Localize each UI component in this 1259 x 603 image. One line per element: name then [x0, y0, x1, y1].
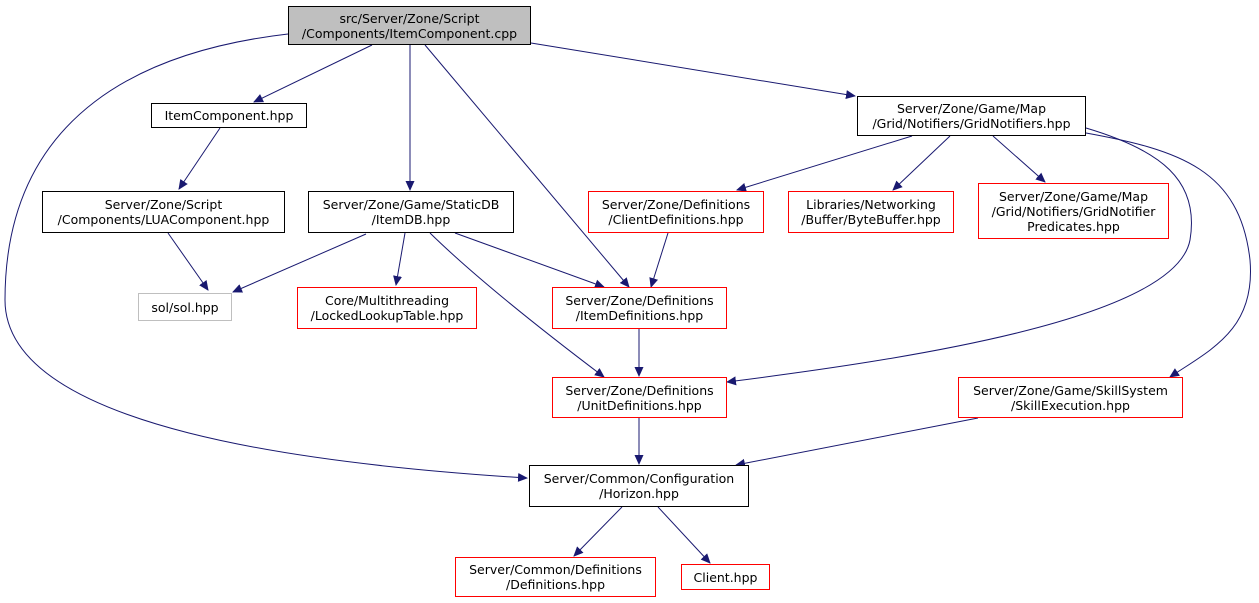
node-label-line: /ItemDB.hpp	[371, 212, 451, 227]
edge-root-to-horizon	[4, 33, 528, 482]
node-common-definitions-hpp[interactable]: Server/Common/Definitions /Definitions.h…	[455, 557, 656, 597]
node-label-line: /Grid/Notifiers/GridNotifier	[991, 203, 1156, 219]
node-itemdefinitions-hpp[interactable]: Server/Zone/Definitions /ItemDefinitions…	[552, 287, 727, 329]
node-horizon-hpp[interactable]: Server/Common/Configuration /Horizon.hpp	[529, 465, 749, 507]
node-itemcomponent-hpp[interactable]: ItemComponent.hpp	[151, 103, 307, 128]
node-label-line: /Horizon.hpp	[599, 486, 679, 501]
node-label-line: Core/Multithreading	[325, 293, 449, 308]
node-clientdefinitions-hpp[interactable]: Server/Zone/Definitions /ClientDefinitio…	[588, 191, 764, 233]
edge-root-to-itemcomponent	[253, 44, 373, 103]
node-label-line: /ClientDefinitions.hpp	[608, 212, 744, 227]
edge-itemdb-to-itemdefs	[454, 232, 605, 289]
node-skillexecution-hpp[interactable]: Server/Zone/Game/SkillSystem /SkillExecu…	[958, 377, 1183, 418]
node-label-line: Server/Zone/Definitions	[565, 293, 714, 308]
node-label-line: /ItemDefinitions.hpp	[575, 308, 704, 323]
node-bytebuffer-hpp[interactable]: Libraries/Networking /Buffer/ByteBuffer.…	[788, 191, 954, 233]
edge-itemdb-to-unitdefs	[429, 232, 605, 378]
node-label-line: Server/Zone/Script	[104, 197, 223, 212]
node-label-line: Server/Zone/Game/StaticDB	[322, 197, 500, 212]
node-label-line: src/Server/Zone/Script	[339, 10, 480, 26]
node-label-line: /Components/LUAComponent.hpp	[57, 212, 270, 227]
node-label-line: /Buffer/ByteBuffer.hpp	[801, 212, 941, 227]
node-label-line: Server/Zone/Definitions	[565, 382, 714, 398]
edge-gridnotifiers-to-bytebuffer	[892, 135, 951, 191]
edge-gridnotifiers-to-skillexec	[1085, 132, 1251, 378]
edge-root-to-gridnotifiers	[530, 42, 856, 99]
node-gridnotifiers-hpp[interactable]: Server/Zone/Game/Map /Grid/Notifiers/Gri…	[857, 96, 1086, 136]
edge-skillexec-to-horizon	[735, 417, 979, 468]
edge-itemdb-to-sol	[232, 233, 367, 293]
node-itemdb-hpp[interactable]: Server/Zone/Game/StaticDB /ItemDB.hpp	[308, 191, 514, 233]
edge-gridnotifiers-to-unitdefs	[726, 127, 1192, 386]
node-client-hpp[interactable]: Client.hpp	[681, 564, 770, 590]
node-sol-hpp[interactable]: sol/sol.hpp	[138, 293, 232, 321]
node-luacomponent-hpp[interactable]: Server/Zone/Script /Components/LUACompon…	[42, 191, 285, 233]
node-lockedlookuptable-hpp[interactable]: Core/Multithreading /LockedLookupTable.h…	[297, 287, 477, 329]
node-label-line: /Grid/Notifiers/GridNotifiers.hpp	[872, 116, 1071, 131]
edge-root-to-itemdefs	[424, 44, 630, 288]
node-label-line: Server/Zone/Definitions	[601, 197, 751, 212]
node-label-line: Server/Common/Configuration	[543, 471, 735, 486]
edge-itemcomponent-to-luacomponent	[178, 127, 221, 190]
node-label-line: ItemComponent.hpp	[164, 108, 294, 123]
node-label-line: /UnitDefinitions.hpp	[577, 397, 702, 413]
edge-clientdefs-to-itemdefs	[649, 232, 669, 288]
node-label-line: /Components/ItemComponent.cpp	[301, 25, 518, 41]
node-label-line: Libraries/Networking	[806, 197, 936, 212]
edge-gridnotifiers-to-gridpredicates	[992, 135, 1046, 183]
node-label-line: Server/Zone/Game/SkillSystem	[973, 382, 1168, 398]
node-label-line: sol/sol.hpp	[151, 299, 219, 315]
node-label-line: Predicates.hpp	[1027, 218, 1120, 234]
node-label-line: Server/Zone/Game/Map	[998, 188, 1149, 204]
edge-horizon-to-client	[657, 506, 711, 564]
node-gridnotifierpredicates-hpp[interactable]: Server/Zone/Game/Map /Grid/Notifiers/Gri…	[978, 183, 1169, 239]
edge-luacomponent-to-sol	[167, 232, 209, 291]
node-label-line: /LockedLookupTable.hpp	[310, 308, 464, 323]
node-root-itemcomponent-cpp: src/Server/Zone/Script /Components/ItemC…	[288, 6, 531, 45]
node-label-line: Server/Common/Definitions	[469, 562, 642, 577]
node-label-line: Server/Zone/Game/Map	[896, 101, 1047, 116]
edge-gridnotifiers-to-clientdefs	[736, 135, 913, 192]
node-unitdefinitions-hpp[interactable]: Server/Zone/Definitions /UnitDefinitions…	[552, 377, 727, 418]
node-label-line: Client.hpp	[693, 569, 758, 585]
node-label-line: /Definitions.hpp	[505, 577, 606, 592]
edge-horizon-to-commondefs	[573, 506, 623, 557]
node-label-line: /SkillExecution.hpp	[1011, 397, 1130, 413]
edge-itemdb-to-lockedlookup	[393, 232, 406, 286]
